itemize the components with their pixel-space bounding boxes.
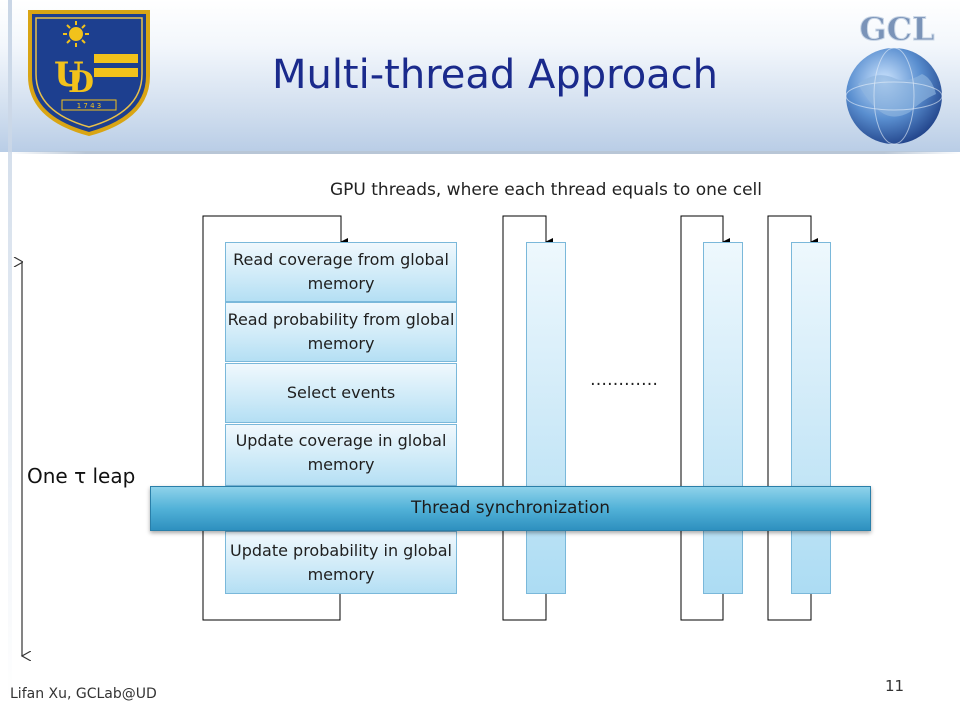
thread-4-loop bbox=[767, 215, 818, 621]
more-threads-ellipsis: ………… bbox=[590, 370, 658, 390]
header-divider bbox=[10, 151, 960, 154]
university-of-delaware-logo: U D 1 7 4 3 bbox=[24, 6, 154, 137]
step-update-coverage: Update coverage in global memory bbox=[225, 424, 457, 486]
svg-text:1 7 4 3: 1 7 4 3 bbox=[77, 102, 102, 110]
thread-3-loop bbox=[680, 215, 730, 621]
svg-text:U: U bbox=[54, 55, 84, 95]
step-update-probability: Update probability in global memory bbox=[225, 531, 457, 594]
thread-synchronization-bar: Thread synchronization bbox=[150, 486, 871, 531]
svg-text:D: D bbox=[68, 65, 94, 100]
diagram-caption: GPU threads, where each thread equals to… bbox=[330, 180, 762, 200]
thread-synchronization-label: Thread synchronization bbox=[410, 498, 611, 518]
slide-left-rule bbox=[8, 0, 12, 700]
gcl-globe-logo: GCL bbox=[836, 4, 958, 154]
slide-footer: Lifan Xu, GCLab@UD bbox=[10, 686, 157, 702]
slide-page-number: 11 bbox=[885, 677, 905, 695]
step-read-probability: Read probability from global memory bbox=[225, 302, 457, 362]
step-read-coverage-label: Read coverage from global memory bbox=[233, 250, 449, 293]
step-select-events: Select events bbox=[225, 363, 457, 423]
thread-column-4 bbox=[791, 242, 831, 594]
thread-column-2 bbox=[526, 242, 566, 594]
step-update-probability-label: Update probability in global memory bbox=[230, 540, 452, 584]
step-select-events-label: Select events bbox=[286, 383, 396, 402]
thread-2-loop bbox=[502, 215, 553, 621]
svg-text:GCL: GCL bbox=[859, 10, 934, 48]
step-read-probability-label: Read probability from global memory bbox=[227, 310, 455, 353]
step-read-coverage: Read coverage from global memory bbox=[225, 242, 457, 302]
slide-header-band bbox=[0, 0, 960, 152]
step-update-coverage-label: Update coverage in global memory bbox=[235, 431, 447, 474]
thread-column-3 bbox=[703, 242, 743, 594]
thread-1-loop bbox=[202, 215, 348, 621]
tau-leap-label: One τ leap bbox=[27, 464, 136, 488]
slide-title: Multi-thread Approach bbox=[271, 52, 719, 98]
